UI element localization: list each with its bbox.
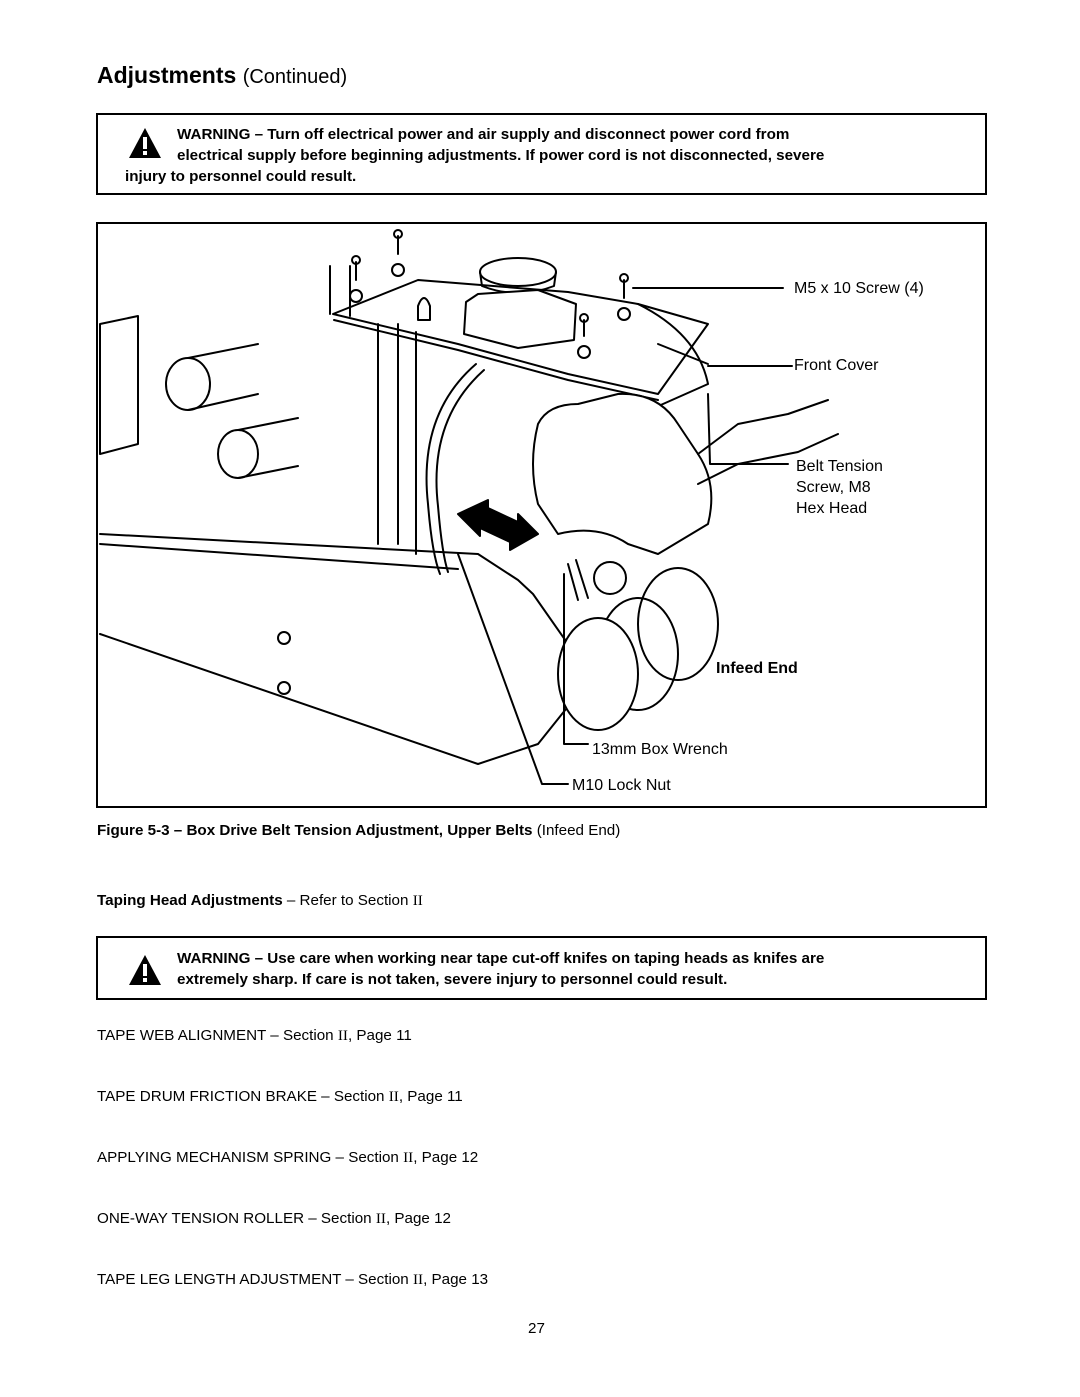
- caption-suffix: (Infeed End): [536, 822, 621, 839]
- page-number: 27: [528, 1320, 545, 1337]
- taping-head-heading: Taping Head Adjustments – Refer to Secti…: [97, 892, 423, 910]
- reference-item: APPLYING MECHANISM SPRING – Section II, …: [97, 1149, 479, 1166]
- figure-belt-tension: M5 x 10 Screw (4) Front Cover Belt Tensi…: [96, 222, 987, 808]
- reference-item: TAPE LEG LENGTH ADJUSTMENT – Section II,…: [97, 1271, 489, 1288]
- warning-triangle-icon: [129, 128, 161, 158]
- callout-infeed-end: Infeed End: [716, 660, 798, 677]
- warning-line-2: electrical supply before beginning adjus…: [177, 147, 825, 164]
- warning-box-power: WARNING – Turn off electrical power and …: [96, 113, 987, 195]
- callout-screw: M5 x 10 Screw (4): [794, 280, 924, 297]
- callout-belt-tension-2: Screw, M8: [796, 479, 871, 496]
- callout-front-cover: Front Cover: [794, 357, 879, 374]
- warning-line-2: extremely sharp. If care is not taken, s…: [177, 971, 728, 988]
- warning-line-1: WARNING – Turn off electrical power and …: [177, 126, 790, 143]
- reference-item: ONE-WAY TENSION ROLLER – Section II, Pag…: [97, 1210, 451, 1227]
- reference-item: TAPE WEB ALIGNMENT – Section II, Page 11: [97, 1027, 412, 1044]
- callout-box-wrench: 13mm Box Wrench: [592, 741, 728, 758]
- taping-head-title: Taping Head Adjustments: [97, 892, 283, 909]
- screw-icons: [349, 229, 631, 359]
- warning-line-1: WARNING – Use care when working near tap…: [177, 950, 825, 967]
- warning-line-3: injury to personnel could result.: [125, 168, 357, 185]
- page-title-main: Adjustments: [97, 62, 237, 88]
- reference-item: TAPE DRUM FRICTION BRAKE – Section II, P…: [97, 1088, 463, 1105]
- machine-illustration: [99, 229, 839, 785]
- taping-head-ref: – Refer to Section: [286, 892, 409, 909]
- caption-label: Figure 5-3 – Box Drive Belt Tension Adju…: [97, 822, 533, 839]
- warning-triangle-icon: [129, 955, 161, 985]
- callout-lock-nut: M10 Lock Nut: [572, 777, 671, 794]
- page-title-continued: (Continued): [242, 66, 348, 88]
- callout-belt-tension-3: Hex Head: [796, 500, 868, 517]
- page-title: Adjustments (Continued): [97, 62, 347, 89]
- warning-box-knife: WARNING – Use care when working near tap…: [96, 936, 987, 1000]
- figure-caption: Figure 5-3 – Box Drive Belt Tension Adju…: [97, 822, 620, 839]
- callout-belt-tension-1: Belt Tension: [796, 458, 883, 475]
- taping-head-section: II: [412, 892, 423, 909]
